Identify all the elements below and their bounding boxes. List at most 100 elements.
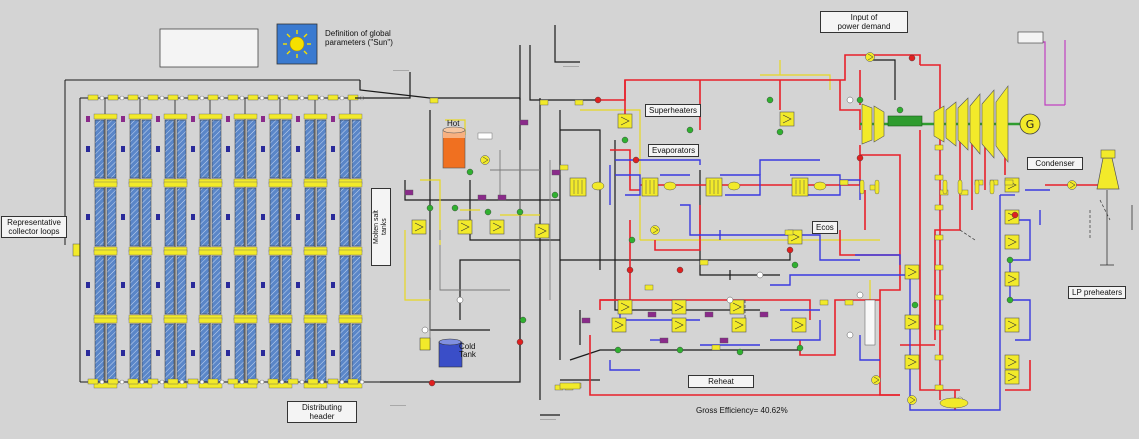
fitting [659, 337, 669, 344]
status-indicator [466, 168, 474, 176]
label-distributing-header: Distributing header [287, 401, 357, 423]
valve-icon [261, 214, 265, 220]
collector-loop [261, 113, 293, 185]
valve-icon [261, 146, 265, 152]
label-condenser: Condenser [1027, 157, 1083, 170]
fitting [559, 382, 581, 390]
status-indicator [621, 136, 629, 144]
collector-loop [261, 317, 293, 389]
label-ecos: Ecos [812, 221, 838, 234]
fitting [819, 299, 829, 306]
valve-icon [261, 282, 265, 288]
header-fitting [107, 94, 119, 101]
heat-exchanger-icon [729, 299, 745, 315]
valve-icon [191, 116, 195, 122]
heat-exchanger-icon [411, 219, 427, 235]
fitting [647, 311, 657, 318]
header-fitting [187, 94, 199, 101]
valve-icon [261, 350, 265, 356]
cooling-tower-icon [1096, 149, 1133, 266]
pump-icon [72, 243, 81, 257]
drain [974, 179, 980, 195]
fitting [844, 299, 854, 306]
collector-loop [86, 113, 118, 185]
status-indicator [594, 96, 602, 104]
valve-icon [226, 282, 230, 288]
heat-exchanger-icon [904, 354, 920, 370]
collector-loop [296, 249, 328, 321]
valve-icon [359, 379, 365, 385]
status-indicator [626, 266, 634, 274]
collector-loop [156, 113, 188, 185]
valve-icon [296, 146, 300, 152]
fitting [934, 264, 944, 271]
status-indicator [908, 54, 916, 62]
valve-icon [156, 146, 160, 152]
status-indicator [614, 346, 622, 354]
valve-icon [279, 379, 285, 385]
valve-icon [319, 379, 325, 385]
heat-exchanger-icon [534, 223, 550, 239]
status-indicator [1006, 256, 1014, 264]
valve-icon [296, 116, 300, 122]
label-cold-tank: Cold Tank [459, 342, 476, 359]
header-fitting [267, 378, 279, 385]
pump-icon [907, 395, 917, 405]
valve-icon [86, 350, 90, 356]
valve-icon [86, 282, 90, 288]
header-fitting [247, 378, 259, 385]
drain [859, 179, 865, 195]
header-fitting [147, 378, 159, 385]
header-fitting [287, 378, 299, 385]
valve-icon [331, 282, 335, 288]
header-fitting [107, 378, 119, 385]
valve-icon [119, 379, 125, 385]
collector-loop [86, 181, 118, 253]
valve-icon [179, 95, 185, 101]
collector-loop [331, 317, 363, 389]
collector-field [64, 79, 380, 389]
svg-text:————: ———— [563, 63, 579, 68]
tiny-readouts: ———— ———— ———— ———— [390, 63, 579, 421]
valve-icon [119, 95, 125, 101]
drain [989, 179, 995, 195]
drain [942, 179, 948, 195]
label-definition-global-parameters: Definition of global parameters ("Sun") [325, 29, 393, 47]
fitting [934, 144, 944, 151]
valve-icon [139, 379, 145, 385]
valve-icon [226, 350, 230, 356]
collector-loop [226, 249, 258, 321]
header-fitting [167, 378, 179, 385]
status-indicator [786, 246, 794, 254]
fitting [934, 384, 944, 391]
header-fitting [127, 378, 139, 385]
valve-icon [846, 331, 854, 339]
valve-icon [121, 282, 125, 288]
status-indicator [428, 379, 436, 387]
valve-icon [121, 350, 125, 356]
valve-icon [259, 379, 265, 385]
valve-icon [179, 379, 185, 385]
header-fitting [267, 94, 279, 101]
label-representative-collector-loops: Representative collector loops [1, 216, 67, 238]
collector-loop [226, 317, 258, 389]
label-molten-salt-tanks: Molten salt tanks [371, 188, 391, 266]
drain [874, 179, 880, 195]
valve-icon [191, 350, 195, 356]
valve-icon [331, 116, 335, 122]
valve-icon [299, 95, 305, 101]
collector-loop [226, 181, 258, 253]
header-fitting [307, 94, 319, 101]
valve-icon [239, 95, 245, 101]
evaporator [641, 177, 677, 197]
collector-loop [86, 249, 118, 321]
valve-icon [159, 379, 165, 385]
cold-tank [419, 337, 463, 368]
heat-exchanger-icon [1004, 369, 1020, 385]
fitting [934, 324, 944, 331]
pump-icon [650, 225, 660, 235]
svg-text:————: ———— [390, 402, 406, 407]
fitting [551, 169, 561, 176]
collector-loop [296, 181, 328, 253]
